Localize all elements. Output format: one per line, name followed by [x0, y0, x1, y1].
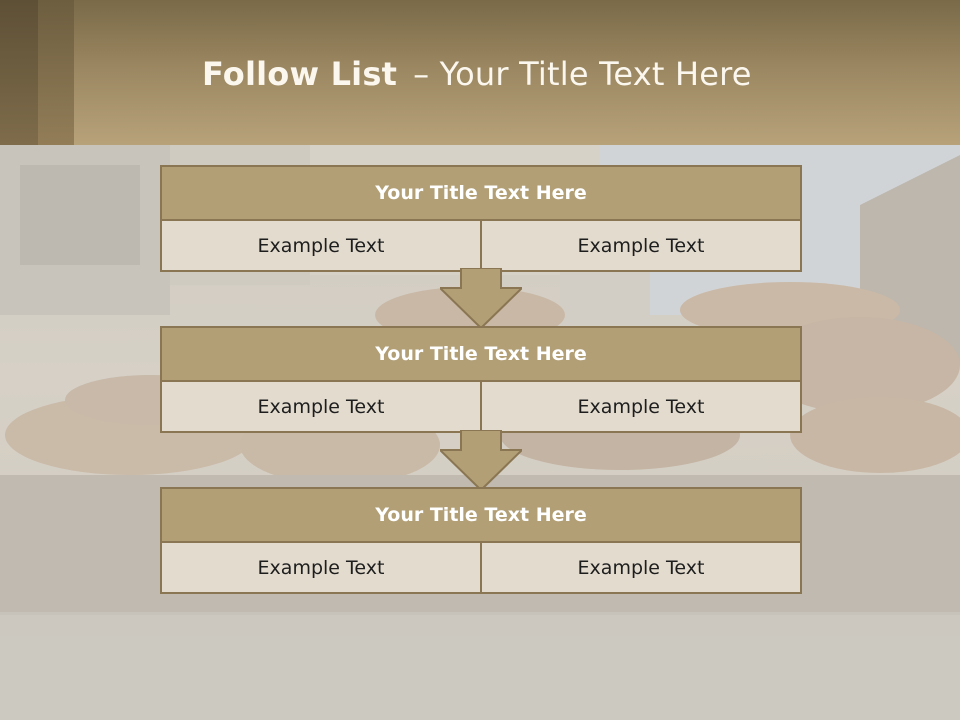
step-row: Example Text Example Text	[160, 543, 802, 594]
step-title: Your Title Text Here	[160, 487, 802, 543]
step-row: Example Text Example Text	[160, 382, 802, 433]
down-arrow-icon	[440, 430, 522, 490]
slide-title-rest: – Your Title Text Here	[413, 55, 752, 93]
step-cell-right: Example Text	[482, 221, 802, 272]
step-2: Your Title Text Here Example Text Exampl…	[160, 326, 802, 433]
header-band	[0, 0, 960, 145]
step-cell-left: Example Text	[160, 382, 482, 433]
step-title: Your Title Text Here	[160, 326, 802, 382]
slide-title: Follow List – Your Title Text Here	[202, 55, 752, 93]
bottom-band	[0, 612, 960, 720]
step-cell-right: Example Text	[482, 382, 802, 433]
step-cell-left: Example Text	[160, 221, 482, 272]
step-1: Your Title Text Here Example Text Exampl…	[160, 165, 802, 272]
step-row: Example Text Example Text	[160, 221, 802, 272]
header-stripe-dark	[0, 0, 38, 145]
step-cell-right: Example Text	[482, 543, 802, 594]
step-title: Your Title Text Here	[160, 165, 802, 221]
header-stripe-mid	[38, 0, 74, 145]
down-arrow-icon	[440, 268, 522, 328]
step-cell-left: Example Text	[160, 543, 482, 594]
step-3: Your Title Text Here Example Text Exampl…	[160, 487, 802, 594]
slide-title-bold: Follow List	[202, 55, 398, 93]
